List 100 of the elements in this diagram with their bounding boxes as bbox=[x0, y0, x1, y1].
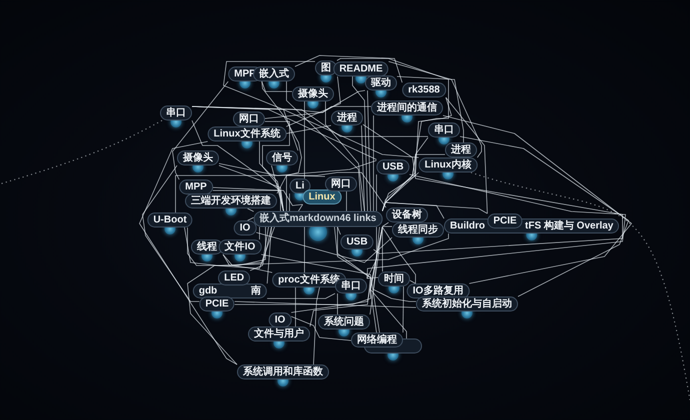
link-line bbox=[266, 226, 272, 284]
link-line bbox=[271, 165, 284, 212]
label-pill bbox=[371, 100, 443, 116]
link-line bbox=[382, 202, 488, 214]
link-line bbox=[382, 226, 416, 284]
node-label: Linux内核 bbox=[424, 159, 472, 171]
label-pill bbox=[192, 284, 268, 298]
label-pill bbox=[147, 212, 193, 228]
node-label: IO bbox=[274, 314, 286, 326]
link-line bbox=[388, 61, 482, 158]
label-pill bbox=[315, 60, 337, 76]
link-line bbox=[313, 287, 320, 365]
node-label: 文件与用户 bbox=[254, 328, 304, 340]
label-pill bbox=[406, 284, 470, 298]
link-line bbox=[336, 58, 449, 212]
link-line bbox=[184, 227, 449, 266]
link-line bbox=[187, 226, 275, 365]
link-line bbox=[212, 187, 304, 206]
link-line bbox=[310, 226, 371, 327]
link-line bbox=[352, 76, 368, 212]
link-line bbox=[382, 222, 389, 227]
link-line bbox=[222, 226, 269, 266]
label-pill bbox=[351, 332, 403, 348]
label-pill bbox=[340, 234, 374, 250]
node-label: proc文件系统 bbox=[278, 274, 340, 286]
node-label: PCIE bbox=[205, 298, 229, 310]
link-line bbox=[304, 226, 305, 273]
link-line bbox=[234, 226, 371, 305]
label-pill bbox=[416, 296, 518, 312]
node-label: Buildro bbox=[450, 220, 485, 232]
node-label: PCIE bbox=[493, 215, 517, 227]
label-pill bbox=[160, 106, 192, 120]
label-pill bbox=[191, 240, 223, 254]
node-label: Li bbox=[296, 180, 304, 192]
link-line bbox=[370, 226, 407, 339]
node-label: MPP bbox=[234, 68, 256, 80]
link-line bbox=[366, 277, 378, 279]
node-label: 线程同步 bbox=[398, 224, 438, 236]
link-line bbox=[266, 293, 336, 299]
label-pill bbox=[292, 86, 334, 102]
link-line bbox=[259, 226, 260, 240]
link-line bbox=[142, 165, 200, 302]
link-line bbox=[370, 226, 383, 315]
link-line bbox=[402, 286, 404, 333]
link-line bbox=[264, 90, 366, 119]
label-pill bbox=[254, 211, 382, 227]
node-label: 信号 bbox=[272, 152, 292, 164]
link-line bbox=[247, 208, 254, 212]
link-line bbox=[325, 101, 365, 212]
link-line bbox=[256, 232, 392, 263]
node-label: 设备树 bbox=[392, 209, 422, 221]
label-pill bbox=[318, 314, 370, 330]
node-label: IO多路复用 bbox=[412, 285, 464, 297]
node-label: 系统初始化与自启动 bbox=[422, 298, 512, 310]
label-pill bbox=[302, 190, 342, 204]
label-pill bbox=[177, 150, 219, 166]
node-label: 串口 bbox=[434, 124, 454, 136]
link-line bbox=[139, 141, 238, 365]
node-label: 进程 bbox=[337, 112, 357, 124]
node-label: 三端开发环境搭建 bbox=[191, 195, 271, 207]
link-line bbox=[367, 90, 371, 212]
link-line bbox=[289, 193, 290, 212]
label-pill bbox=[268, 312, 292, 328]
node-label: MPP bbox=[185, 181, 207, 193]
label-pill bbox=[418, 158, 478, 172]
link-line bbox=[460, 136, 629, 297]
link-line bbox=[361, 125, 365, 212]
link-line bbox=[337, 293, 338, 315]
link-line bbox=[192, 120, 281, 212]
node-label: 摄像头 bbox=[298, 88, 328, 100]
node-label: Linux文件系统 bbox=[214, 128, 280, 140]
label-pill bbox=[386, 208, 428, 222]
node-label: U-Boot bbox=[153, 214, 187, 226]
link-line bbox=[234, 301, 416, 308]
link-line bbox=[286, 125, 332, 134]
link-line bbox=[382, 226, 383, 272]
link-line bbox=[298, 204, 304, 212]
link-line bbox=[396, 76, 464, 143]
link-line bbox=[222, 254, 273, 273]
label-pill bbox=[444, 218, 620, 234]
node-label: 驱动 bbox=[371, 77, 391, 89]
link-line bbox=[218, 160, 377, 176]
label-pill bbox=[331, 110, 363, 126]
link-line bbox=[366, 174, 626, 279]
label-pill bbox=[333, 62, 389, 76]
node-label: 网络编程 bbox=[357, 334, 397, 346]
node-label: IO bbox=[240, 222, 250, 234]
link-line bbox=[382, 137, 428, 212]
node-label: LED bbox=[224, 272, 244, 284]
label-pill bbox=[290, 178, 310, 194]
node-label: 网口 bbox=[239, 113, 259, 125]
node-label: 系统问题 bbox=[324, 316, 364, 328]
label-pill bbox=[234, 220, 256, 236]
link-line bbox=[212, 190, 284, 212]
link-line bbox=[373, 226, 416, 302]
link-line bbox=[376, 174, 377, 212]
node-label: 嵌入式markdown46 links bbox=[260, 213, 376, 225]
link-line bbox=[382, 226, 392, 227]
link-line bbox=[247, 217, 254, 221]
label-pill bbox=[266, 150, 298, 166]
